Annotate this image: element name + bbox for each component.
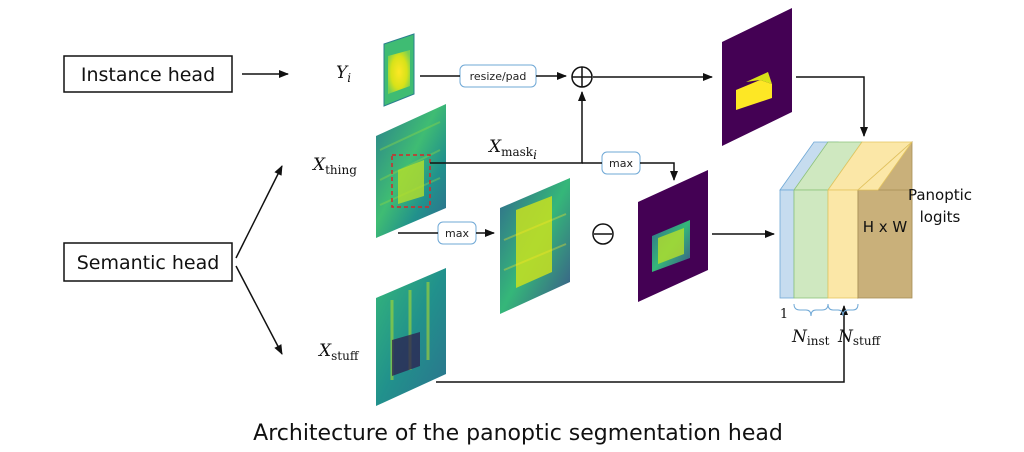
- x-thing-map: [376, 104, 446, 238]
- instance-head-box: Instance head: [63, 55, 233, 93]
- max-op-mid: max: [437, 221, 477, 245]
- arrow-stuff-to-logits: [436, 305, 848, 383]
- slab-hw: [857, 189, 913, 299]
- brace-inst: [793, 303, 829, 317]
- x-stuff-map: [376, 268, 446, 406]
- crop-box: [391, 154, 431, 208]
- brace-stuff: [827, 303, 859, 317]
- slab-1: [779, 189, 795, 299]
- y-instance-map: [383, 33, 415, 107]
- semantic-head-box: Semantic head: [63, 242, 233, 282]
- slab-inst: [793, 189, 829, 299]
- x-mask-label: Xmaski: [487, 137, 537, 162]
- svg-text:max: max: [445, 227, 469, 240]
- y-label: Yi: [336, 63, 351, 85]
- instance-head-label: Instance head: [81, 64, 215, 86]
- arrow-semantic-to-stuff: [235, 265, 283, 355]
- semantic-head-label: Semantic head: [77, 252, 220, 274]
- max-op-top: max: [601, 151, 641, 175]
- n-stuff-label: Nstuff: [837, 327, 882, 348]
- instance-output-map: [722, 8, 792, 146]
- figure-caption: Architecture of the panoptic segmentatio…: [253, 421, 783, 446]
- panoptic-logits-block: H x W: [779, 141, 913, 299]
- arrow-max-to-mask-map: [640, 162, 678, 181]
- hw-label: H x W: [863, 218, 908, 236]
- x-stuff-label: Xstuff: [317, 341, 360, 363]
- svg-text:resize/pad: resize/pad: [470, 70, 527, 83]
- minus-operator: [592, 223, 614, 245]
- mask-map: [638, 170, 708, 302]
- panoptic-label-2: logits: [920, 208, 961, 226]
- plus-operator: [571, 66, 593, 88]
- x-thing-label: Xthing: [311, 155, 357, 177]
- one-label: 1: [780, 307, 788, 322]
- n-inst-label: Ninst: [791, 327, 830, 348]
- max-map: [500, 178, 570, 314]
- panoptic-label-1: Panoptic: [908, 186, 972, 204]
- svg-text:max: max: [609, 157, 633, 170]
- arrow-output-to-logits: [796, 76, 868, 137]
- slab-stuff: [827, 189, 859, 299]
- arrow-semantic-to-thing: [235, 165, 283, 259]
- resize-pad-op: resize/pad: [459, 64, 537, 88]
